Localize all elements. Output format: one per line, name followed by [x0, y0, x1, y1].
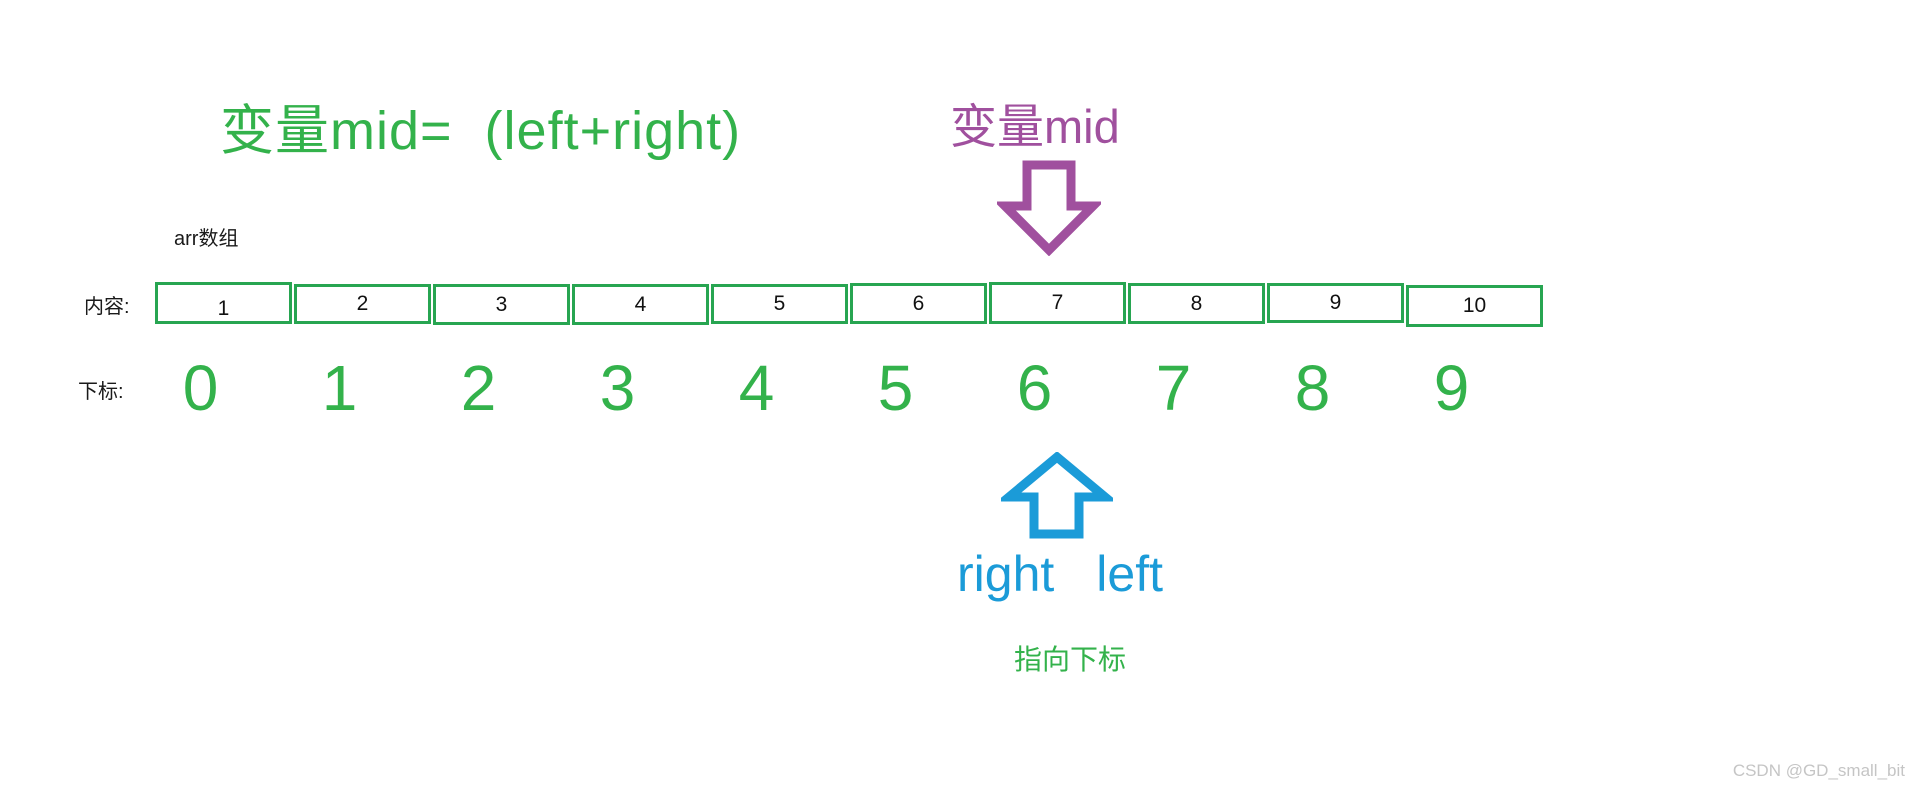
- pointer-caption: 指向下标: [1013, 644, 1126, 675]
- index-value: 2: [460, 352, 497, 424]
- index-value: 0: [182, 352, 219, 424]
- array-cell: 3: [433, 284, 570, 325]
- watermark-text: CSDN @GD_small_bit: [1732, 761, 1905, 780]
- array-index-row: 0 1 2 3 4 5 6 7 8 9: [131, 356, 1521, 420]
- array-cell: 2: [294, 284, 431, 324]
- index-row-label: 下标:: [78, 381, 124, 403]
- array-cell: 4: [572, 284, 709, 325]
- array-cell: 6: [850, 283, 987, 324]
- content-row-label: 内容:: [84, 296, 130, 318]
- cell-value: 5: [773, 292, 786, 315]
- cell-value: 6: [912, 291, 925, 315]
- cell-value: 1: [217, 297, 230, 320]
- index-value: 7: [1155, 352, 1192, 424]
- index-value: 6: [1016, 352, 1053, 424]
- array-cell: 10: [1406, 285, 1543, 327]
- left-pointer-label: left: [1096, 546, 1163, 602]
- up-arrow-icon: [1001, 452, 1113, 539]
- array-cell: 8: [1128, 283, 1265, 324]
- array-cells-row: 1 2 3 4 5 6 7 8 9 10: [155, 281, 1545, 327]
- array-cell: 7: [989, 282, 1126, 324]
- cell-value: 10: [1462, 294, 1487, 317]
- array-cell: 9: [1267, 283, 1404, 323]
- index-value: 5: [877, 352, 914, 424]
- index-value: 9: [1433, 352, 1470, 424]
- cell-value: 7: [1051, 291, 1064, 314]
- mid-variable-label: 变量mid: [950, 100, 1120, 153]
- index-value: 3: [599, 352, 636, 424]
- cell-value: 8: [1190, 291, 1203, 315]
- array-cell: 5: [711, 284, 848, 324]
- mid-formula-text: 变量mid= (left+right): [220, 101, 742, 161]
- index-value: 4: [738, 352, 775, 424]
- cell-value: 9: [1329, 291, 1342, 314]
- index-value: 1: [321, 352, 358, 424]
- bounds-labels: right left: [880, 545, 1240, 603]
- array-cell: 1: [155, 282, 292, 324]
- cell-value: 3: [495, 292, 508, 316]
- index-value: 8: [1294, 352, 1331, 424]
- cell-value: 2: [356, 292, 369, 315]
- array-name-label: arr数组: [174, 228, 239, 250]
- cell-value: 4: [634, 292, 647, 316]
- down-arrow-icon: [997, 160, 1101, 256]
- right-pointer-label: right: [957, 546, 1055, 602]
